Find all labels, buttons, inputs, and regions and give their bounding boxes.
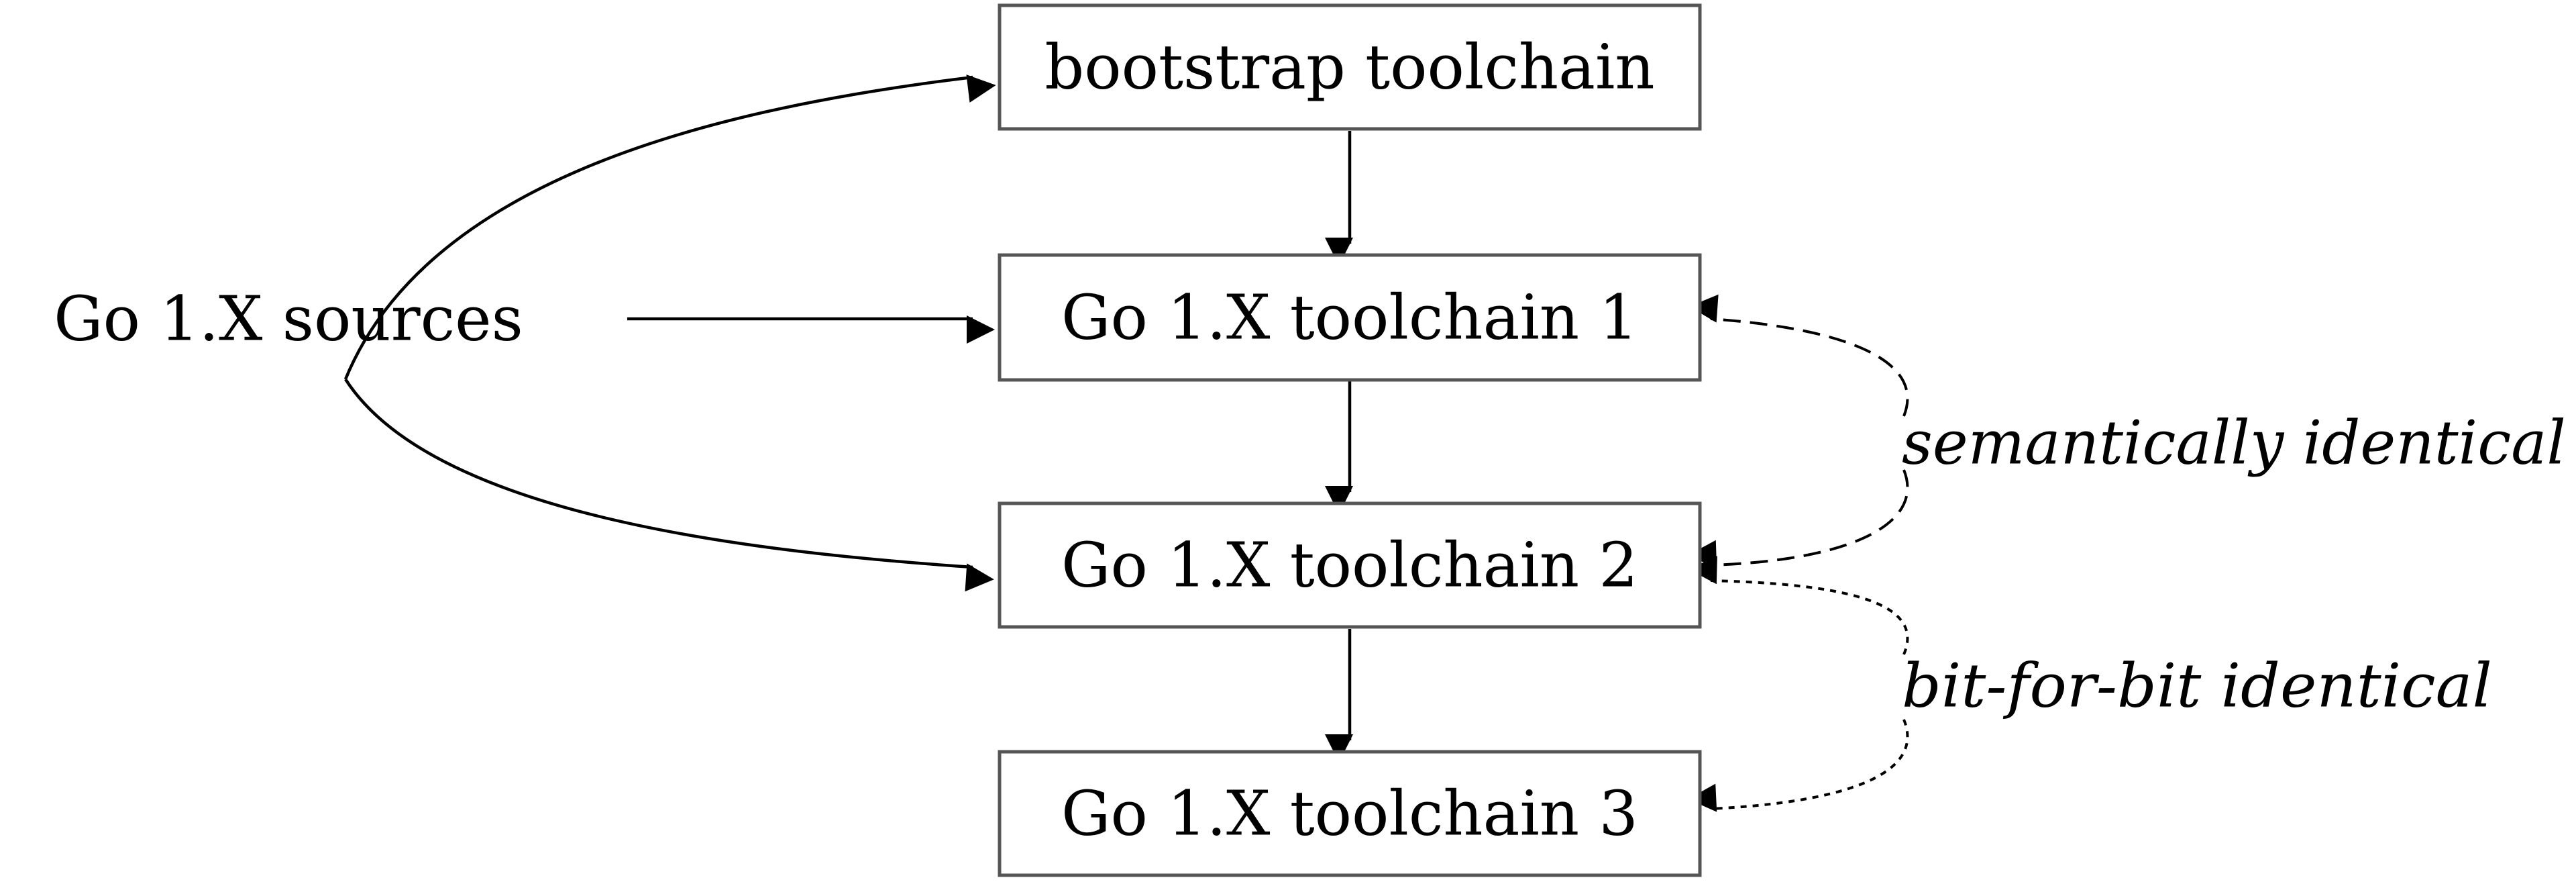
- node-bootstrap-toolchain: bootstrap toolchain: [998, 3, 1702, 131]
- label-bit-for-bit-identical: bit-for-bit identical: [1902, 651, 2492, 722]
- node-bootstrap-label: bootstrap toolchain: [1044, 32, 1654, 103]
- edge-bitwise-to-toolchain2: [1688, 556, 1909, 655]
- label-semantically-identical: semantically identical: [1902, 408, 2566, 479]
- edge-sources-to-bootstrap: [343, 75, 996, 380]
- edge-semantic-to-toolchain1: [1689, 294, 1909, 417]
- edge-semantic-to-toolchain2: [1688, 469, 1909, 569]
- node-toolchain-1: Go 1.X toolchain 1: [998, 253, 1702, 382]
- edge-sources-to-toolchain2: [344, 378, 994, 592]
- node-toolchain-3-label: Go 1.X toolchain 3: [1061, 778, 1638, 850]
- node-toolchain-3: Go 1.X toolchain 3: [998, 750, 1702, 877]
- edges: [343, 75, 1909, 812]
- node-toolchain-1-label: Go 1.X toolchain 1: [1061, 282, 1638, 354]
- edge-bitwise-to-toolchain3: [1688, 719, 1909, 812]
- node-toolchain-2: Go 1.X toolchain 2: [998, 501, 1702, 629]
- node-sources: Go 1.X sources: [54, 283, 523, 355]
- node-toolchain-2-label: Go 1.X toolchain 2: [1061, 530, 1638, 601]
